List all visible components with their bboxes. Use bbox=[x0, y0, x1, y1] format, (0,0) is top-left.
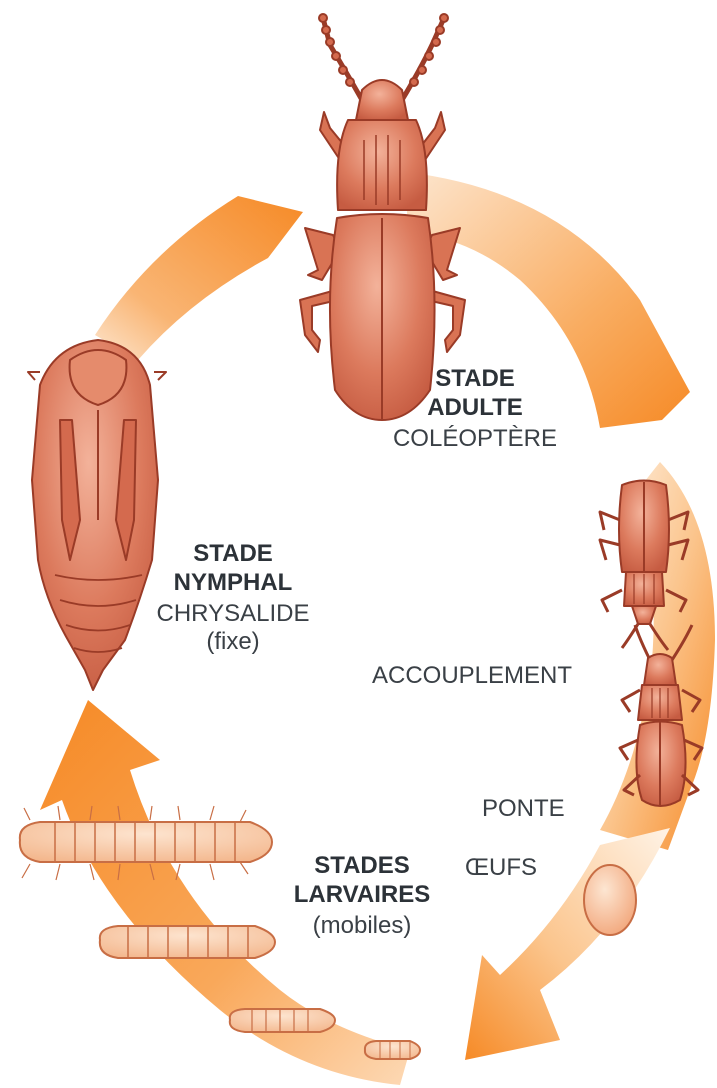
larva-medium bbox=[100, 926, 275, 958]
nymph-note: (fixe) bbox=[128, 628, 338, 657]
larvae-stage-label: STADES LARVAIRES (mobiles) bbox=[262, 852, 462, 940]
eggs-label: ŒUFS bbox=[465, 854, 565, 883]
larvae-title-line1: STADES bbox=[262, 852, 462, 881]
adult-subtitle: COLÉOPTÈRE bbox=[375, 425, 575, 454]
nymph-title-line2: NYMPHAL bbox=[128, 569, 338, 598]
larvae-note: (mobiles) bbox=[262, 912, 462, 941]
adult-stage-label: STADE ADULTE COLÉOPTÈRE bbox=[375, 365, 575, 453]
adult-title-line1: STADE bbox=[375, 365, 575, 394]
laying-label: PONTE bbox=[482, 795, 592, 824]
larvae-title-line2: LARVAIRES bbox=[262, 881, 462, 910]
nymph-title-line1: STADE bbox=[128, 540, 338, 569]
larva-tiny bbox=[365, 1041, 420, 1059]
adult-title-line2: ADULTE bbox=[375, 394, 575, 423]
arrow-top-left bbox=[95, 196, 303, 360]
egg-icon bbox=[584, 865, 636, 935]
mating-label: ACCOUPLEMENT bbox=[372, 662, 622, 691]
nymph-subtitle: CHRYSALIDE bbox=[128, 600, 338, 629]
larva-small bbox=[230, 1009, 335, 1032]
nymph-stage-label: STADE NYMPHAL CHRYSALIDE (fixe) bbox=[128, 540, 338, 657]
